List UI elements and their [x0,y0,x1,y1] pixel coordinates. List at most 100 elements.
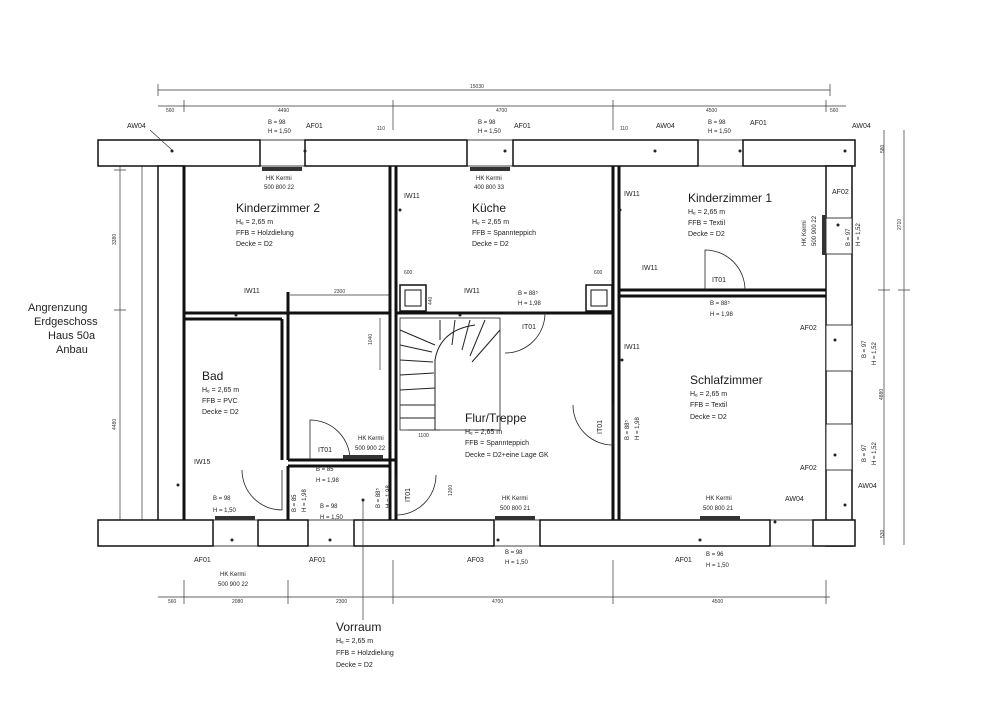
dim-top-4: 4500 [706,108,717,114]
tag-it01: IT01 [712,277,726,284]
svg-text:HK Kermi: HK Kermi [358,436,384,442]
svg-text:Decke = D2: Decke = D2 [202,409,239,416]
svg-text:Hₑ = 2,65 m: Hₑ = 2,65 m [336,638,373,645]
svg-text:H = 1,50: H = 1,50 [213,508,237,514]
svg-text:B = 85: B = 85 [292,494,298,512]
room-kinderzimmer-2: Kinderzimmer 2 Hₑ = 2,65 m FFB = Holzdie… [236,201,320,248]
tag-aw04: AW04 [852,123,871,130]
svg-text:Angrenzung: Angrenzung [28,302,87,314]
svg-text:500 800 22: 500 800 22 [264,185,295,191]
svg-text:FFB = Spannteppich: FFB = Spannteppich [472,230,536,237]
heater-labels: HK Kermi 500 800 22 HK Kermi 400 800 33 … [218,176,818,588]
svg-text:Decke = D2: Decke = D2 [472,241,509,248]
room-name: Schlafzimmer [690,373,763,387]
svg-text:FFB = Holzdielung: FFB = Holzdielung [336,650,394,657]
svg-text:H = 1,98: H = 1,98 [635,416,641,440]
tag-af01: AF01 [309,557,326,564]
svg-text:B = 98: B = 98 [505,550,523,556]
svg-text:Decke = D2: Decke = D2 [690,414,727,421]
svg-text:500 800 21: 500 800 21 [703,506,734,512]
tag-af02: AF02 [800,465,817,472]
side-note: Angrenzung Erdgeschoss Haus 50a Anbau [28,302,98,356]
svg-text:H = 1,98: H = 1,98 [316,478,340,484]
svg-text:B = 88⁵: B = 88⁵ [710,300,731,307]
dimension-labels: 15030 560 4490 4700 4500 560 560 2080 23… [112,84,903,605]
svg-text:FFB = Textil: FFB = Textil [690,402,727,409]
tag-it01: IT01 [405,488,412,502]
tag-af01: AF01 [306,123,323,130]
tag-aw04: AW04 [858,483,877,490]
walls [97,139,856,547]
dim-4480: 4480 [112,419,118,430]
svg-text:H = 1,50: H = 1,50 [478,129,502,135]
room-vorraum: Vorraum Hₑ = 2,65 m FFB = Holzdielung De… [336,498,394,669]
dim-bottom-2: 2080 [232,599,243,605]
svg-text:B = 85: B = 85 [316,467,334,473]
room-flur-treppe: Flur/Treppe Hₑ = 2,65 m FFB = Spannteppi… [465,411,549,459]
svg-text:H = 1,98: H = 1,98 [386,484,392,508]
element-tags: AW04 AF01 AF01 AW04 AF01 AW04 IW11 IW11 … [127,120,877,564]
dim-bottom-3: 2300 [336,599,347,605]
svg-text:B = 98: B = 98 [478,120,496,126]
svg-text:500 800 21: 500 800 21 [500,506,531,512]
room-name: Küche [472,201,506,215]
svg-text:H = 1,50: H = 1,50 [268,129,292,135]
dim-bottom-1: 560 [168,599,177,605]
svg-text:B = 97: B = 97 [862,340,868,358]
dim-580: 580 [880,144,886,153]
dim-530: 530 [880,529,886,538]
tag-af03: AF03 [467,557,484,564]
svg-text:Hₑ = 2,65 m: Hₑ = 2,65 m [690,391,727,398]
svg-text:Hₑ = 2,65 m: Hₑ = 2,65 m [236,219,273,226]
tag-iw11: IW11 [244,288,260,295]
tag-iw11: IW11 [624,191,640,198]
dim-1040: 1040 [368,334,374,345]
dim-top-3: 4700 [496,108,507,114]
svg-text:H = 1,98: H = 1,98 [518,301,542,307]
svg-text:B = 88⁵: B = 88⁵ [624,419,631,440]
room-name: Kinderzimmer 2 [236,201,320,215]
dim-110-b: 110 [620,126,628,132]
svg-text:H = 1,50: H = 1,50 [505,560,529,566]
tag-af01: AF01 [194,557,211,564]
room-schlafzimmer: Schlafzimmer Hₑ = 2,65 m FFB = Textil De… [690,373,763,421]
svg-text:Decke = D2: Decke = D2 [236,241,273,248]
svg-text:HK Kermi: HK Kermi [476,176,502,182]
svg-text:Hₑ = 2,65 m: Hₑ = 2,65 m [465,429,502,436]
svg-text:500 900 22: 500 900 22 [218,582,249,588]
svg-text:H = 1,50: H = 1,50 [708,129,732,135]
room-name: Bad [202,369,223,383]
tag-af02: AF02 [800,325,817,332]
room-kinderzimmer-1: Kinderzimmer 1 Hₑ = 2,65 m FFB = Textil … [688,191,772,238]
svg-text:B = 96: B = 96 [706,552,724,558]
svg-text:FFB = Textil: FFB = Textil [688,220,725,227]
tag-it01: IT01 [522,324,536,331]
dim-top-2: 4490 [278,108,289,114]
svg-text:400 800 33: 400 800 33 [474,185,505,191]
dim-4880: 4880 [879,389,885,400]
svg-text:FFB = Spannteppich: FFB = Spannteppich [465,440,529,447]
tag-af01: AF01 [750,120,767,127]
svg-text:B = 98: B = 98 [708,120,726,126]
svg-text:H = 1,50: H = 1,50 [320,515,344,521]
svg-text:H = 1,52: H = 1,52 [872,341,878,365]
svg-text:HK Kermi: HK Kermi [802,220,808,246]
room-name: Vorraum [336,620,381,634]
svg-text:H = 1,98: H = 1,98 [302,488,308,512]
dim-600-b: 600 [594,270,603,276]
svg-text:Decke = D2: Decke = D2 [336,662,373,669]
svg-text:Hₑ = 2,65 m: Hₑ = 2,65 m [472,219,509,226]
radiators [215,167,826,520]
dim-1100: 1100 [418,433,429,439]
dim-bottom-4: 4700 [492,599,503,605]
tag-aw04: AW04 [656,123,675,130]
svg-text:Decke = D2: Decke = D2 [688,231,725,238]
svg-text:Hₑ = 2,65 m: Hₑ = 2,65 m [688,209,725,216]
svg-text:HK Kermi: HK Kermi [220,572,246,578]
shafts [399,284,613,312]
dim-440: 440 [428,296,434,305]
tag-aw04: AW04 [127,123,146,130]
svg-text:500 900 22: 500 900 22 [812,215,818,246]
leader-dots [170,149,847,542]
svg-text:H = 1,98: H = 1,98 [710,312,734,318]
